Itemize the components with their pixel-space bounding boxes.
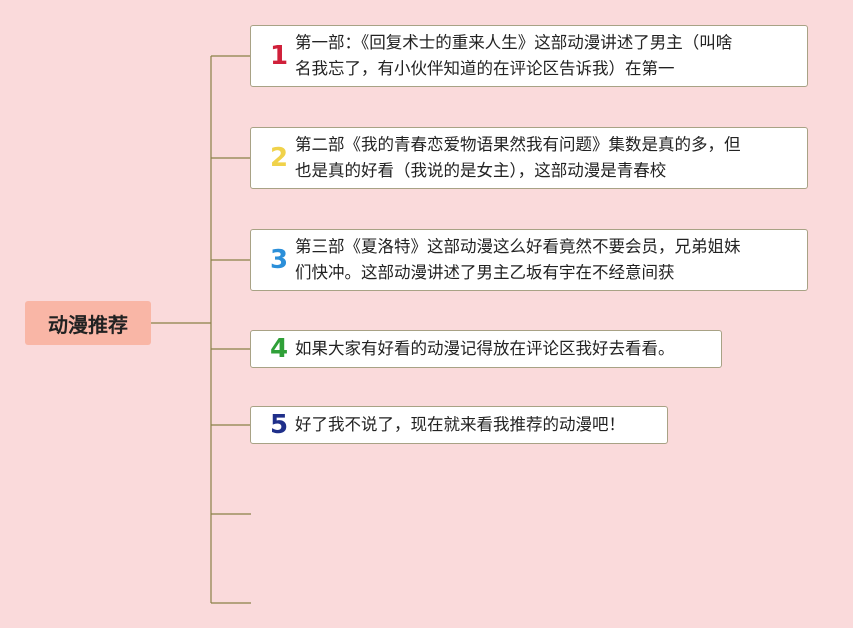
- topic-text-4: 如果大家有好看的动漫记得放在评论区我好去看看。: [295, 339, 675, 358]
- root-topic[interactable]: 动漫推荐: [25, 301, 151, 345]
- number-five-icon: 5: [269, 410, 289, 440]
- topic-text-1: 第一部：《回复术士的重来人生》这部动漫讲述了男主（叫啥 名我忘了，有小伙伴知道的…: [295, 33, 733, 78]
- number-three-icon: 3: [269, 245, 289, 275]
- number-four-icon: 4: [269, 334, 289, 364]
- number-one-icon: 1: [269, 41, 289, 71]
- topic-text-2: 第二部《我的青春恋爱物语果然我有问题》集数是真的多，但 也是真的好看（我说的是女…: [295, 135, 741, 180]
- topic-text-3: 第三部《夏洛特》这部动漫这么好看竟然不要会员，兄弟姐妹 们快冲。这部动漫讲述了男…: [295, 237, 741, 282]
- number-two-icon: 2: [269, 143, 289, 173]
- root-topic-label: 动漫推荐: [48, 312, 128, 337]
- topic-node-5[interactable]: 5 好了我不说了，现在就来看我推荐的动漫吧！: [250, 406, 668, 444]
- topic-node-3[interactable]: 3 第三部《夏洛特》这部动漫这么好看竟然不要会员，兄弟姐妹 们快冲。这部动漫讲述…: [250, 229, 808, 291]
- topic-node-2[interactable]: 2 第二部《我的青春恋爱物语果然我有问题》集数是真的多，但 也是真的好看（我说的…: [250, 127, 808, 189]
- topic-node-4[interactable]: 4 如果大家有好看的动漫记得放在评论区我好去看看。: [250, 330, 722, 368]
- topic-node-1[interactable]: 1 第一部：《回复术士的重来人生》这部动漫讲述了男主（叫啥 名我忘了，有小伙伴知…: [250, 25, 808, 87]
- topic-text-5: 好了我不说了，现在就来看我推荐的动漫吧！: [295, 415, 625, 434]
